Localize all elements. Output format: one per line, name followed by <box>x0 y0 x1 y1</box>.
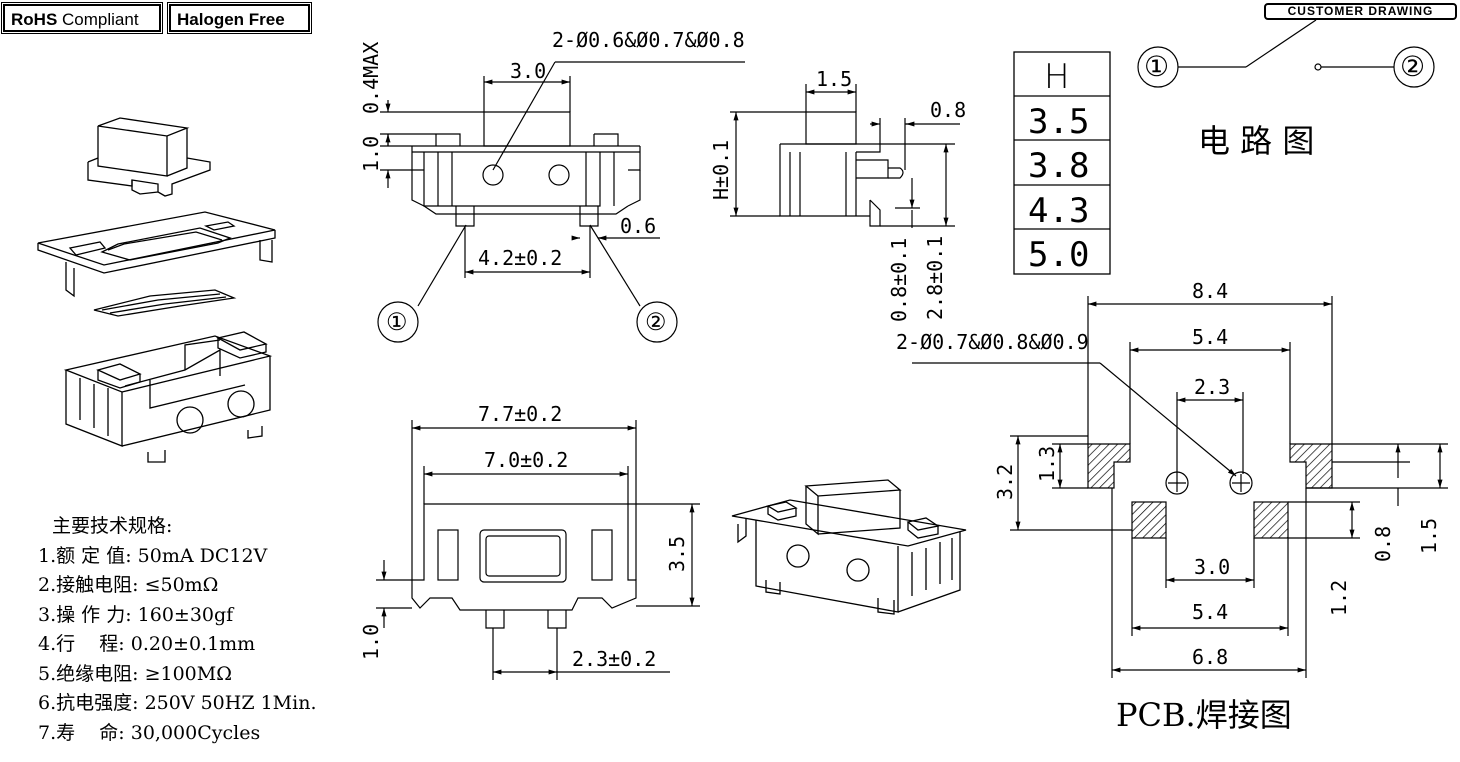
spec-item: 7.寿 命: 30,000Cycles <box>38 721 261 744</box>
front-body-label: 7.0±0.2 <box>484 448 568 472</box>
h-table-header: H <box>1044 57 1070 97</box>
h-table-row: 3.5 <box>1028 102 1089 142</box>
top-dim-0-6-label: 0.6 <box>620 214 656 238</box>
metal-frame-illustration <box>37 211 276 298</box>
top-view-drawing <box>377 61 745 343</box>
circuit-pin2-label: ② <box>1400 50 1425 83</box>
top-hole-note: 2-Ø0.6&Ø0.7&Ø0.8 <box>552 28 745 52</box>
pcb-height-3-2-label: 3.2 <box>993 464 1017 500</box>
side-dim-1-5-label: 1.5 <box>816 67 852 91</box>
rohs-bold-text: RoHS <box>11 10 58 29</box>
pcb-height-1-2-label: 1.2 <box>1327 580 1351 616</box>
front-dim-1-0-label: 1.0 <box>359 624 383 660</box>
spec-item: 3.操 作 力: 160±30gf <box>38 603 234 626</box>
halogen-free-text: Halogen Free <box>177 10 285 29</box>
circuit-pin1-label: ① <box>1144 50 1169 83</box>
rohs-badge: RoHS Compliant <box>1 2 163 34</box>
circuit-diagram <box>1137 19 1435 88</box>
rohs-compliant-text: Compliant <box>62 10 139 29</box>
spec-item: 5.绝缘电阻: ≥100MΩ <box>38 662 232 685</box>
side-dim-0-8-label: 0.8 <box>930 98 966 122</box>
front-height-label: 3.5 <box>665 536 689 572</box>
spec-item: 6.抗电强度: 250V 50HZ 1Min. <box>38 692 317 714</box>
pcb-width-5-4-bottom-label: 5.4 <box>1192 600 1228 624</box>
pcb-width-8-4-label: 8.4 <box>1192 279 1228 303</box>
circuit-title: 电 路 图 <box>1198 122 1314 160</box>
top-width-label: 3.0 <box>510 59 546 83</box>
pcb-hole-note: 2-Ø0.7&Ø0.8&Ø0.9 <box>896 330 1089 354</box>
front-view-drawing <box>376 420 700 680</box>
exploded-view <box>37 117 276 463</box>
actuator-cap-illustration <box>87 117 211 197</box>
side-dim-2-8-tol-label: 2.8±0.1 <box>923 236 947 320</box>
h-table-row: 5.0 <box>1028 235 1089 275</box>
dome-contact-illustration <box>93 289 237 317</box>
side-dim-0-8-tol-label: 0.8±0.1 <box>887 238 911 322</box>
top-pin2-label: ② <box>645 308 667 336</box>
spec-list: 主要技术规格: 1.额 定 值: 50mA DC12V 2.接触电阻: ≤50mΩ 3… <box>38 512 316 748</box>
pcb-width-6-8-label: 6.8 <box>1192 645 1228 669</box>
front-overall-label: 7.7±0.2 <box>478 402 562 426</box>
spec-item: 1.额 定 值: 50mA DC12V <box>38 544 268 567</box>
front-pin-pitch-label: 2.3±0.2 <box>572 647 656 671</box>
pcb-height-1-3-label: 1.3 <box>1035 446 1059 482</box>
top-pitch-label: 4.2±0.2 <box>478 246 562 270</box>
pcb-title: PCB.焊接图 <box>1116 696 1292 734</box>
customer-drawing-label: CUSTOMER DRAWING <box>1264 3 1457 20</box>
pcb-height-1-5-label: 1.5 <box>1417 518 1441 554</box>
side-h-tol-label: H±0.1 <box>709 140 733 200</box>
spec-title: 主要技术规格: <box>52 515 173 537</box>
spec-item: 2.接触电阻: ≤50mΩ <box>38 574 219 596</box>
top-dim-1-0-label: 1.0 <box>359 136 383 172</box>
halogen-free-badge: Halogen Free <box>167 2 312 34</box>
top-height-max-label: 0.4MAX <box>359 42 383 114</box>
assembled-isometric <box>731 479 967 615</box>
height-table <box>1013 51 1111 275</box>
pcb-width-3-0-label: 3.0 <box>1194 555 1230 579</box>
h-table-row: 4.3 <box>1028 191 1089 231</box>
pcb-width-5-4-top-label: 5.4 <box>1192 325 1228 349</box>
pcb-height-0-8-label: 0.8 <box>1371 526 1395 562</box>
housing-illustration <box>63 331 273 463</box>
h-table-row: 3.8 <box>1028 146 1089 186</box>
pcb-footprint <box>912 296 1448 678</box>
pcb-width-2-3-label: 2.3 <box>1194 375 1230 399</box>
top-pin1-label: ① <box>386 308 408 336</box>
spec-item: 4.行 程: 0.20±0.1mm <box>38 633 256 655</box>
side-view-drawing <box>730 84 960 228</box>
